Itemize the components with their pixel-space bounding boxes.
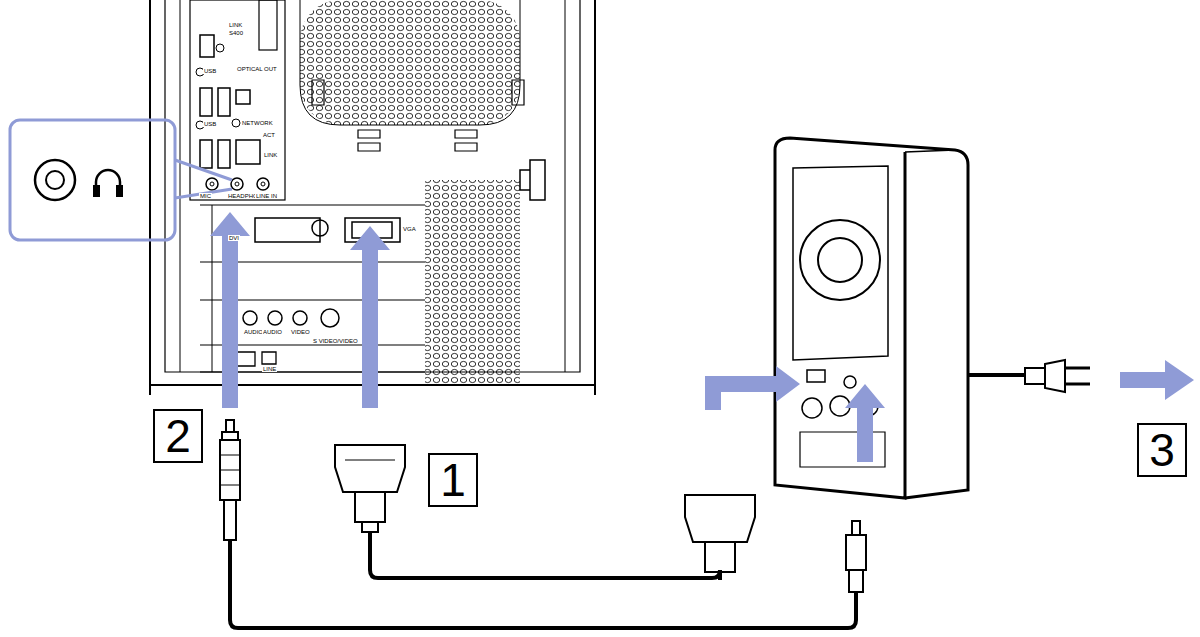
callout-box: 3 — [1137, 423, 1187, 477]
port-label: MIC — [199, 193, 212, 199]
port-label: S400 — [228, 30, 244, 36]
callout-number: 3 — [1149, 427, 1175, 473]
port-label: OPTICAL OUT — [236, 66, 278, 72]
port-label: USB — [203, 68, 217, 74]
port-label: ACT — [262, 132, 276, 138]
port-label: USB — [203, 121, 217, 127]
port-label: LINK — [263, 152, 278, 158]
callout-box: 2 — [153, 409, 203, 463]
port-label: VIDEO — [290, 329, 311, 335]
port-label: S VIDEO/VIDEO — [312, 338, 359, 344]
port-label: NETWORK — [241, 120, 274, 126]
port-label: AUDIO — [262, 329, 283, 335]
callout-box: 1 — [428, 453, 478, 507]
port-label: LINK — [228, 22, 243, 28]
port-label: DVI — [228, 235, 240, 241]
callout-number: 2 — [165, 413, 191, 459]
callout-number: 1 — [440, 457, 466, 503]
port-label: VGA — [402, 226, 417, 232]
port-label: LINE IN — [255, 193, 278, 199]
port-label: AUDIO — [243, 329, 264, 335]
port-label: LINE — [262, 366, 277, 372]
